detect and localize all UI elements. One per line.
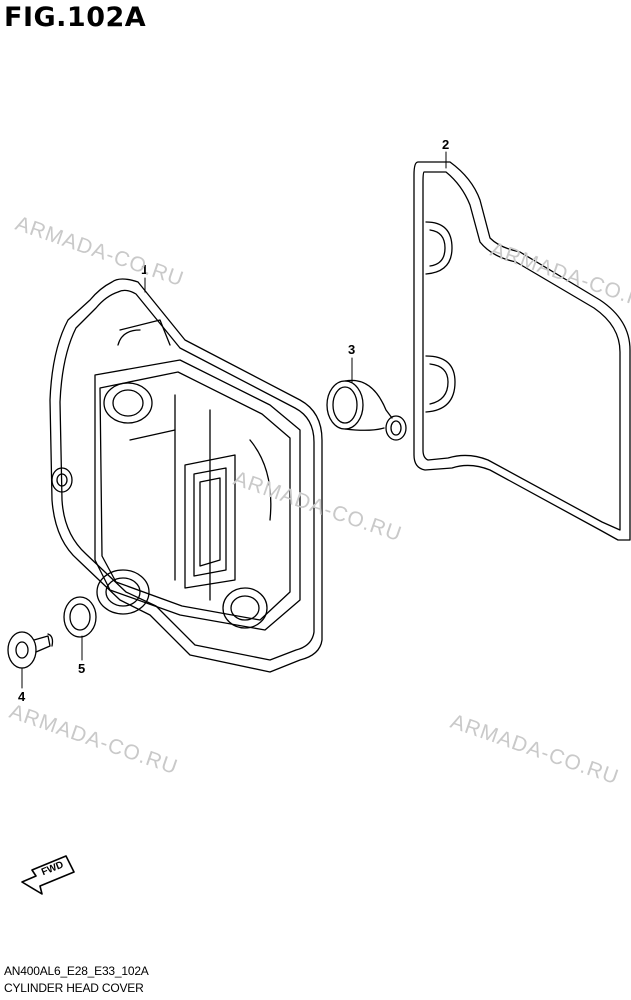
callout-1: 1 — [141, 262, 149, 277]
figure-title: FIG.102A — [4, 2, 147, 33]
cover-gasket[interactable] — [413, 161, 631, 541]
bolt[interactable] — [7, 631, 54, 669]
fwd-arrow-icon — [21, 855, 75, 895]
callout-2: 2 — [442, 137, 450, 152]
callout-5: 5 — [78, 661, 86, 676]
callout-4: 4 — [18, 689, 26, 704]
plug-seal[interactable] — [326, 379, 407, 441]
leader-lines — [21, 151, 447, 689]
figure-code: AN400AL6_E28_E33_102A — [4, 964, 149, 978]
cylinder-head-cover[interactable] — [49, 278, 323, 673]
washer[interactable] — [63, 596, 97, 638]
callout-3: 3 — [348, 342, 356, 357]
figure-caption: CYLINDER HEAD COVER — [4, 981, 144, 995]
